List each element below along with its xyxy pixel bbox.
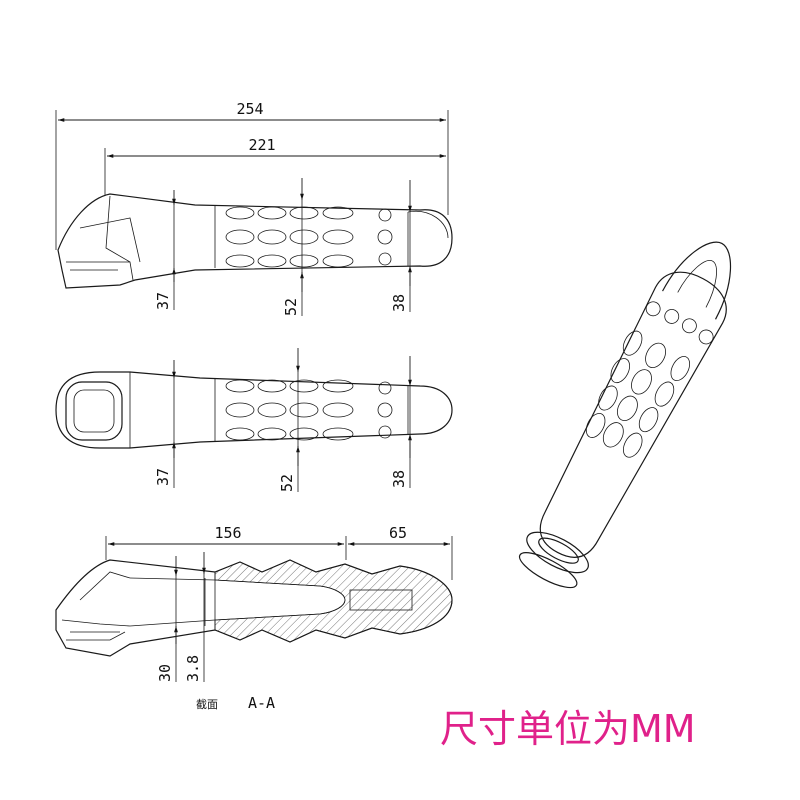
dim-label-65: 65	[389, 524, 407, 542]
middle-body-outline	[55, 371, 453, 449]
dim-label-top-52: 52	[282, 298, 300, 316]
top-body-outline	[57, 193, 453, 289]
dim-label-3-8: 3.8	[184, 655, 202, 682]
dim-label-156: 156	[214, 524, 241, 542]
dim-label-30: 30	[156, 664, 174, 682]
iso-tip	[662, 241, 731, 320]
iso-nubs	[585, 301, 714, 458]
dim-label-mid-38: 38	[390, 470, 408, 488]
section-title: 截面	[196, 697, 218, 711]
top-view: 254 221 37 52 38	[55, 100, 453, 316]
middle-view: 37 52 38	[55, 348, 453, 492]
dim-label-221: 221	[248, 136, 275, 154]
dim-label-top-37: 37	[154, 292, 172, 310]
section-hatch	[214, 559, 453, 643]
middle-nubs	[225, 379, 393, 441]
isometric-view	[518, 241, 731, 589]
dim-label-254: 254	[236, 100, 263, 118]
dim-label-mid-52: 52	[278, 474, 296, 492]
dim-label-mid-37: 37	[154, 468, 172, 486]
section-view: 156 65 30 3.8	[55, 524, 453, 682]
iso-opening	[526, 531, 589, 574]
middle-opening	[65, 381, 123, 441]
section-name: A-A	[248, 694, 275, 712]
dim-label-top-38: 38	[390, 294, 408, 312]
top-nubs	[225, 206, 393, 268]
unit-note: 尺寸单位为MM	[440, 707, 696, 751]
